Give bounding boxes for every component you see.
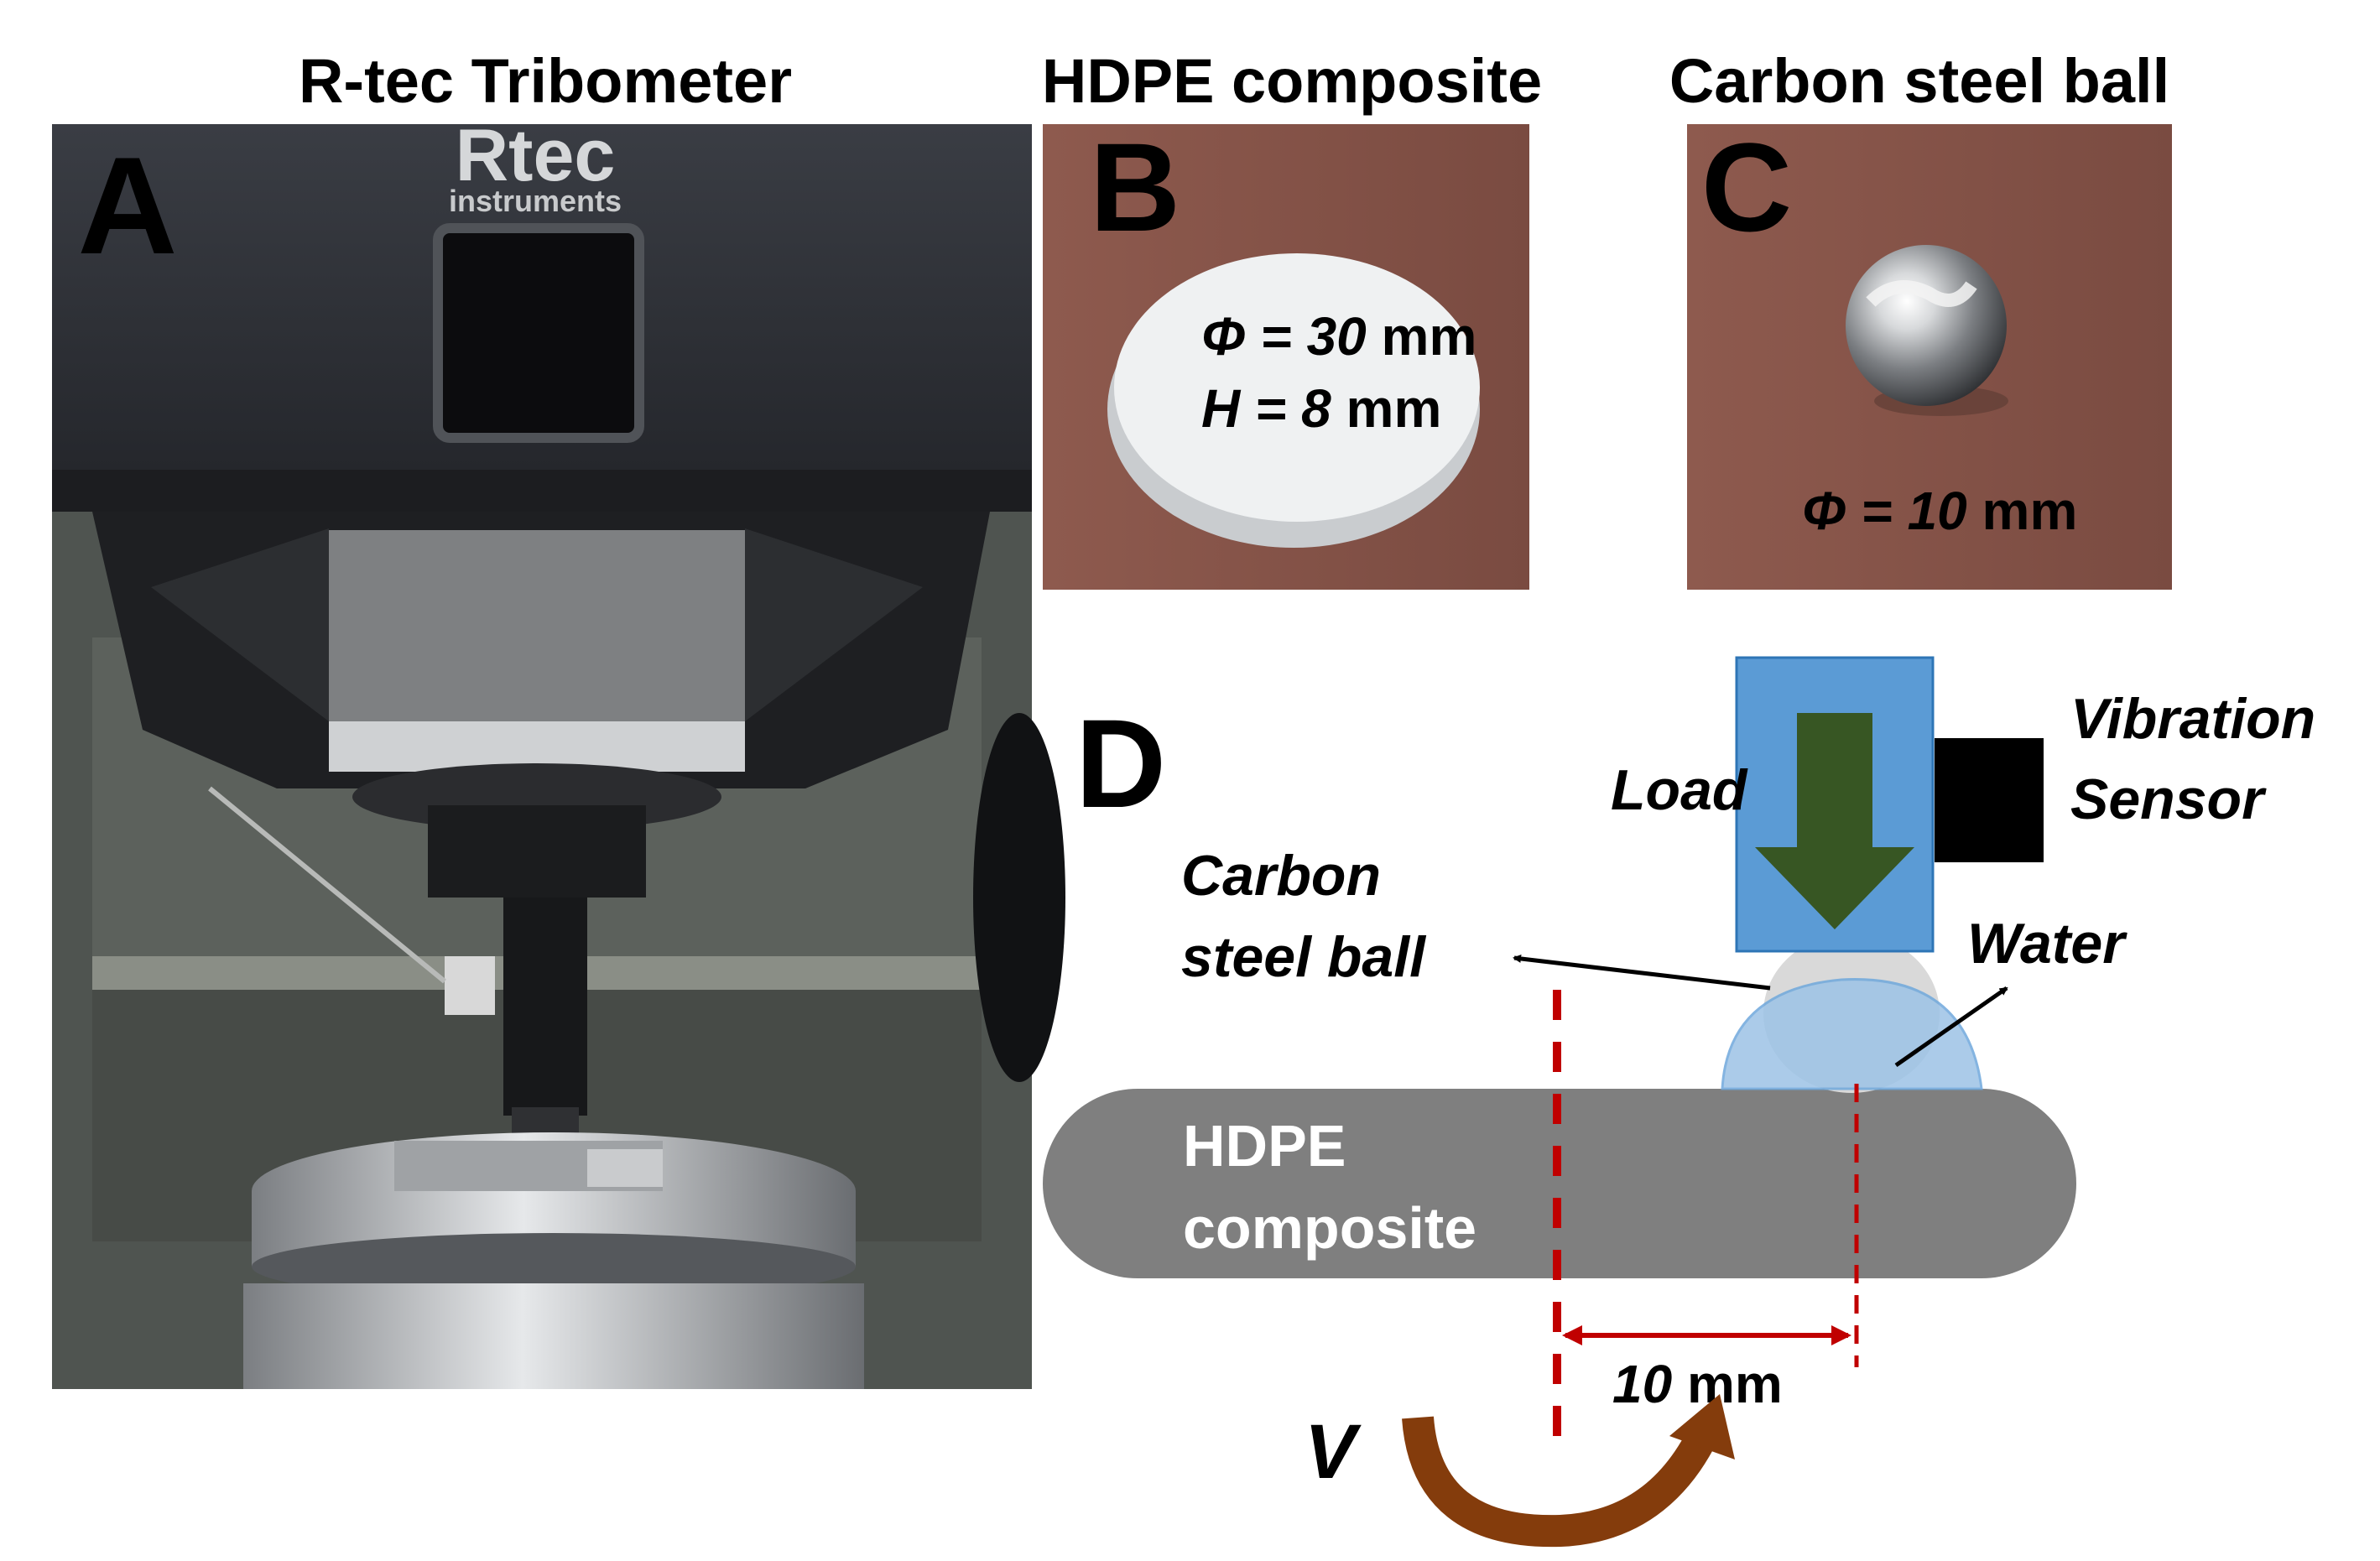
disk-diameter-label: Φ = 30 mm — [1201, 306, 1476, 367]
rtec-logo: Rtec — [456, 113, 616, 196]
rotation-arrow-icon — [1402, 1416, 1722, 1548]
vibration-sensor — [1935, 738, 2044, 862]
panel-b: HDPE composite B Φ = 30 mm H = 8 mm — [1042, 46, 1542, 590]
water-droplet — [1721, 978, 1983, 1090]
ball-leader-arrow — [1513, 954, 1771, 991]
panel-c-title: Carbon steel ball — [1669, 46, 2169, 116]
sensor-label-line1: Vibration — [2070, 687, 2315, 751]
panel-d: D HDPE composite Load Vibration Sensor C… — [1043, 656, 2315, 1548]
rotation-arrow-head — [1669, 1394, 1735, 1460]
substrate-label-line1: HDPE — [1183, 1113, 1346, 1179]
panel-c: Carbon steel ball C Φ = 10 mm — [1669, 46, 2172, 590]
water-label: Water — [1967, 912, 2127, 976]
panel-a: R-tec Tribometer Rtec instruments — [52, 46, 1065, 1389]
hdpe-disk-photo — [1043, 124, 1529, 590]
water-leader-arrow — [1894, 986, 2008, 1068]
panel-c-letter: C — [1701, 117, 1792, 258]
radius-label: 10 mm — [1612, 1354, 1783, 1414]
sensor-label-line2: Sensor — [2070, 767, 2267, 831]
ball-diameter-label: Φ = 10 mm — [1802, 481, 2077, 541]
ball-label-line2: steel ball — [1181, 925, 1427, 989]
panel-b-letter: B — [1090, 117, 1180, 258]
hdpe-substrate — [1043, 1089, 2076, 1278]
panel-a-letter: A — [77, 128, 177, 283]
velocity-label: V — [1305, 1409, 1362, 1495]
substrate-label-line2: composite — [1183, 1195, 1476, 1261]
disk-height-label: H = 8 mm — [1201, 378, 1441, 439]
load-arrow-icon — [1755, 713, 1914, 929]
tribometer-photo: Rtec instruments — [52, 113, 1065, 1389]
panel-d-letter: D — [1075, 693, 1166, 834]
ball-label-line1: Carbon — [1181, 844, 1381, 908]
load-label: Load — [1611, 758, 1748, 822]
steel-ball-photo — [1687, 124, 2172, 590]
panel-b-title: HDPE composite — [1042, 46, 1542, 116]
panel-a-title: R-tec Tribometer — [299, 46, 792, 116]
rtec-logo-subtext: instruments — [449, 184, 622, 218]
